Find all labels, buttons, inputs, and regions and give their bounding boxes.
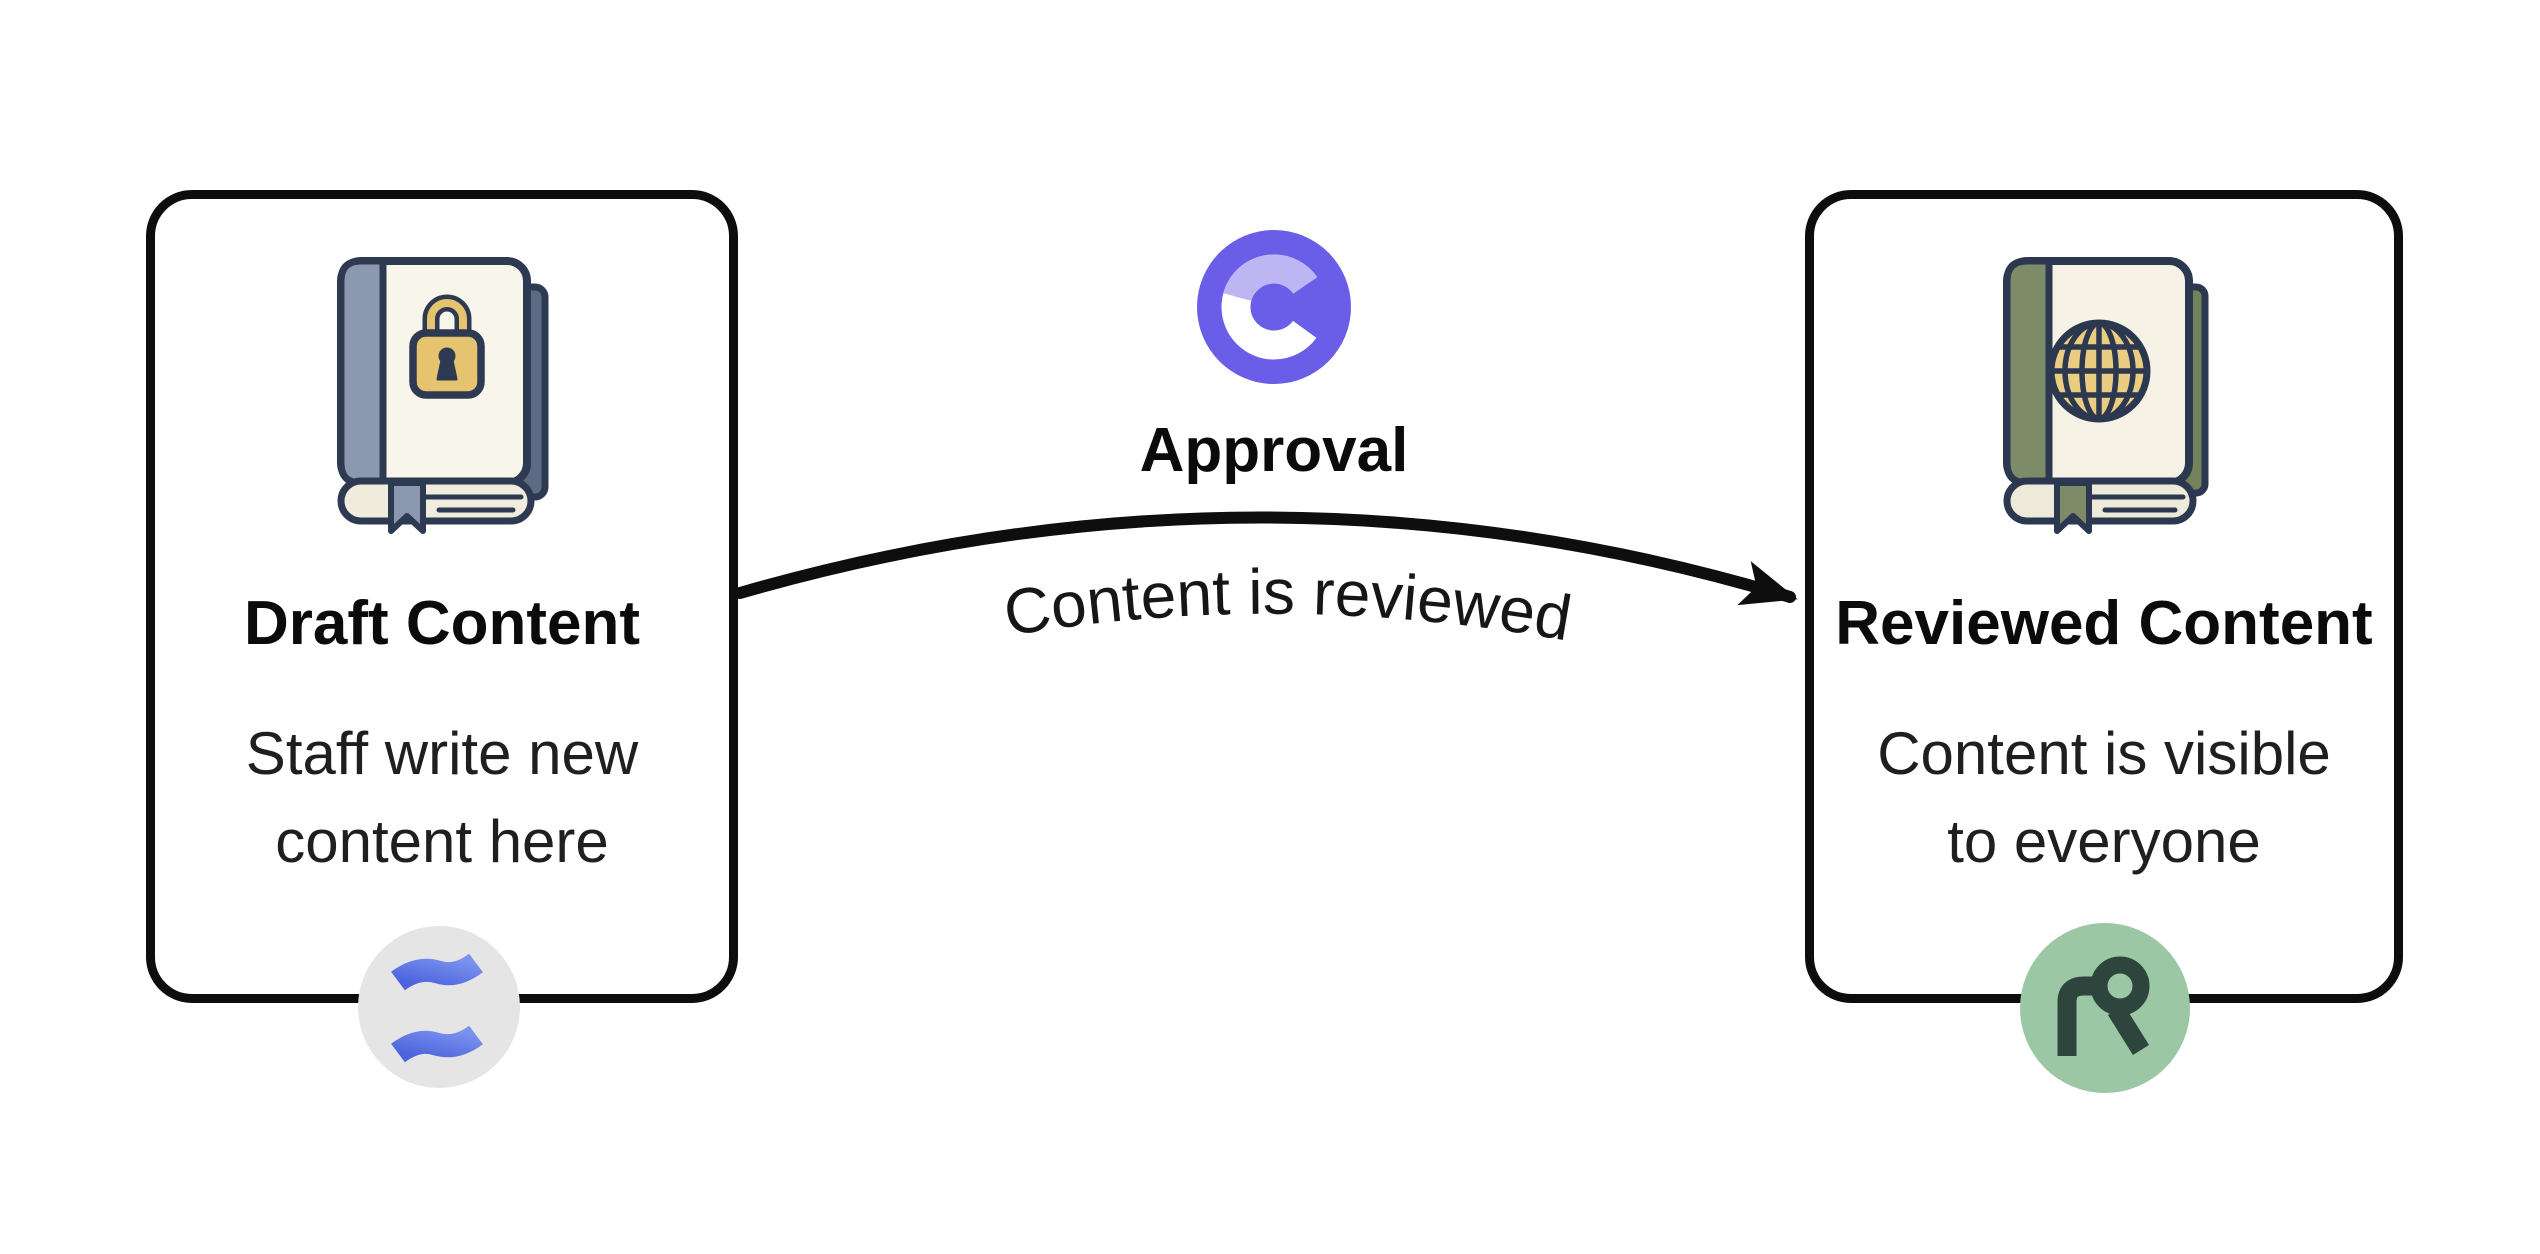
confluence-logo — [358, 926, 520, 1088]
draft-content-card: Draft Content Staff write new content he… — [146, 190, 738, 1003]
book-pages — [2003, 477, 2197, 525]
r-mark-logo — [2020, 923, 2190, 1093]
keyhole-stem — [436, 358, 458, 381]
draft-card-title: Draft Content — [243, 589, 641, 658]
confluence-swoosh-top — [391, 953, 483, 991]
draft-description-line1: Staff write new — [245, 720, 639, 787]
c-ring-logo — [1197, 230, 1351, 384]
reviewed-content-card: Reviewed Content Content is visible to e… — [1805, 190, 2403, 1003]
reviewed-card-title: Reviewed Content — [1835, 589, 2373, 658]
book-spine — [2003, 257, 2053, 487]
bookmark-ribbon — [2054, 480, 2092, 534]
locked-book-icon — [337, 257, 549, 534]
book-spine — [337, 257, 387, 487]
badge-circle — [358, 926, 520, 1088]
lock-shackle — [427, 299, 467, 335]
approval-arrow: Content is reviewed — [734, 511, 1798, 655]
arrow-label: Content is reviewed — [999, 556, 1577, 655]
arrow-curve — [734, 511, 1798, 606]
confluence-swoosh-bottom — [391, 1025, 483, 1063]
badge-circle — [1197, 230, 1351, 384]
r-mark-stem — [2057, 976, 2100, 1056]
book-pages — [337, 477, 535, 525]
reviewed-description-line2: to everyone — [1947, 808, 2261, 875]
reviewed-description-line1: Content is visible — [1877, 720, 2331, 787]
r-mark-leg — [2107, 1004, 2150, 1056]
globe-book-icon — [2003, 257, 2209, 534]
draft-card-description: Staff write new content here — [155, 710, 729, 886]
c-ring-accent-arc — [1221, 254, 1327, 360]
bookmark-ribbon — [388, 480, 426, 534]
reviewed-card-description: Content is visible to everyone — [1814, 710, 2394, 886]
draft-description-line2: content here — [275, 808, 609, 875]
approval-label: Approval — [1139, 416, 1409, 485]
